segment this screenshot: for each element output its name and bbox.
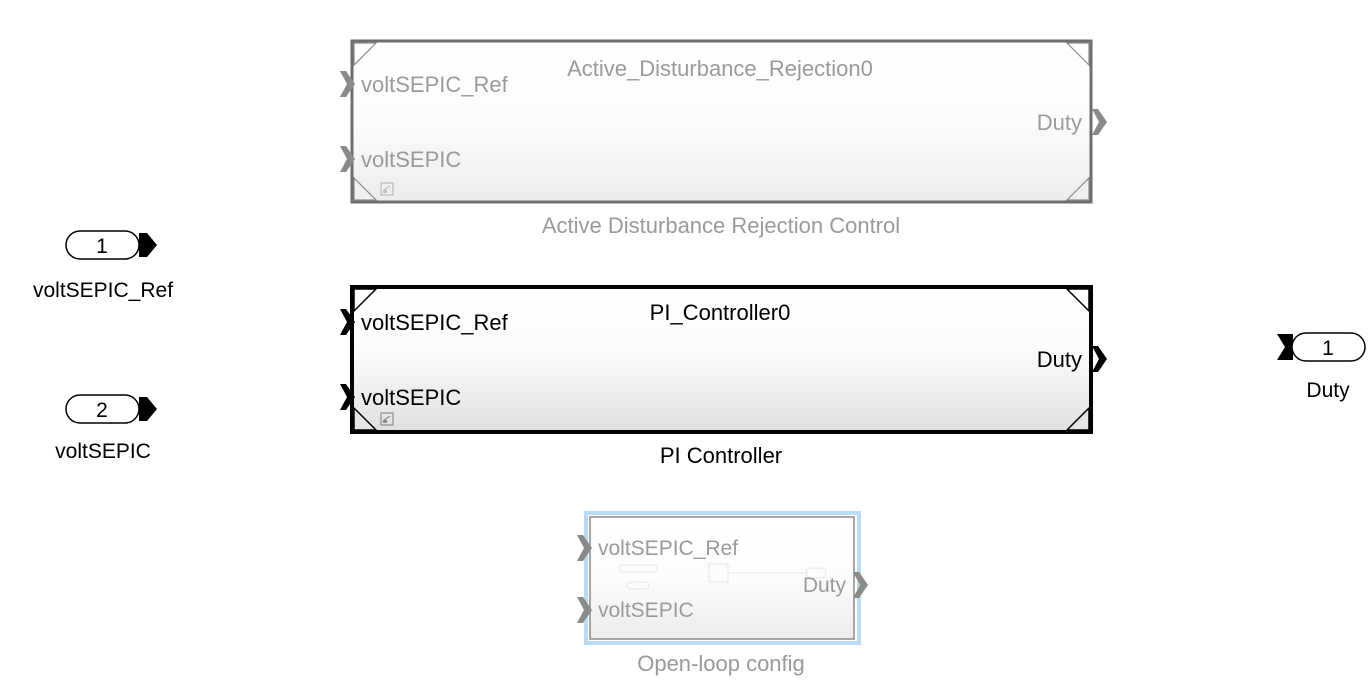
inport-1-number: 1 <box>96 235 108 258</box>
pi-out-port-label: Duty <box>1037 347 1082 372</box>
corner-icon <box>1065 42 1090 67</box>
variant-block-adrc[interactable]: voltSEPIC_Ref voltSEPIC Duty Active_Dist… <box>340 39 1107 238</box>
openloop-out-port-label: Duty <box>803 574 847 597</box>
outport-1-arrow-icon <box>1277 334 1293 360</box>
adrc-out-port-label: Duty <box>1037 110 1082 135</box>
model-reference-icon <box>380 182 394 196</box>
subsystem-preview-thumbnail <box>618 563 827 590</box>
corner-icon <box>1065 176 1090 201</box>
inport-1-name: voltSEPIC_Ref <box>33 279 173 302</box>
corner-icon <box>353 406 378 431</box>
inport-1-arrow-icon <box>139 233 157 257</box>
input-port-arrow-icon <box>577 535 592 561</box>
corner-icon <box>1065 406 1090 431</box>
input-port-arrow-icon <box>340 146 355 172</box>
model-reference-icon <box>380 412 394 426</box>
adrc-in-port-label: voltSEPIC_Ref <box>361 72 509 97</box>
corner-icon <box>1065 288 1090 313</box>
inport-voltsepic[interactable]: 2 voltSEPIC <box>55 394 157 463</box>
outport-1-name: Duty <box>1306 379 1350 402</box>
variant-block-open-loop[interactable]: voltSEPIC_Ref voltSEPIC Duty Open-loop c… <box>577 511 868 676</box>
adrc-in-port-label: voltSEPIC <box>361 147 461 172</box>
corner-icon <box>353 288 378 313</box>
input-port-arrow-icon <box>577 597 592 623</box>
variant-block-pi-controller[interactable]: voltSEPIC_Ref voltSEPIC Duty PI_Controll… <box>340 285 1107 468</box>
input-port-arrow-icon <box>340 71 355 97</box>
inport-voltsepic-ref[interactable]: 1 voltSEPIC_Ref <box>33 230 173 302</box>
output-port-arrow-icon <box>1092 346 1107 372</box>
pi-in-port-label: voltSEPIC <box>361 385 461 410</box>
outport-duty[interactable]: 1 Duty <box>1277 332 1366 402</box>
inport-2-arrow-icon <box>139 397 157 421</box>
output-port-arrow-icon <box>1092 109 1107 135</box>
outport-1-number: 1 <box>1322 337 1334 360</box>
corner-icon <box>353 42 378 67</box>
pi-in-port-label: voltSEPIC_Ref <box>361 310 509 335</box>
adrc-block-caption: Active Disturbance Rejection Control <box>542 213 900 238</box>
openloop-in-port-label: voltSEPIC_Ref <box>598 537 738 560</box>
input-port-arrow-icon <box>340 384 355 410</box>
adrc-block-title: Active_Disturbance_Rejection0 <box>567 56 873 81</box>
inport-2-number: 2 <box>96 399 108 422</box>
inport-2-name: voltSEPIC <box>55 440 151 463</box>
openloop-in-port-label: voltSEPIC <box>598 599 694 622</box>
openloop-block-caption: Open-loop config <box>637 651 805 676</box>
pi-block-caption: PI Controller <box>660 443 782 468</box>
pi-block-title: PI_Controller0 <box>650 300 791 325</box>
corner-icon <box>353 176 378 201</box>
output-port-arrow-icon <box>853 572 868 598</box>
input-port-arrow-icon <box>340 309 355 335</box>
